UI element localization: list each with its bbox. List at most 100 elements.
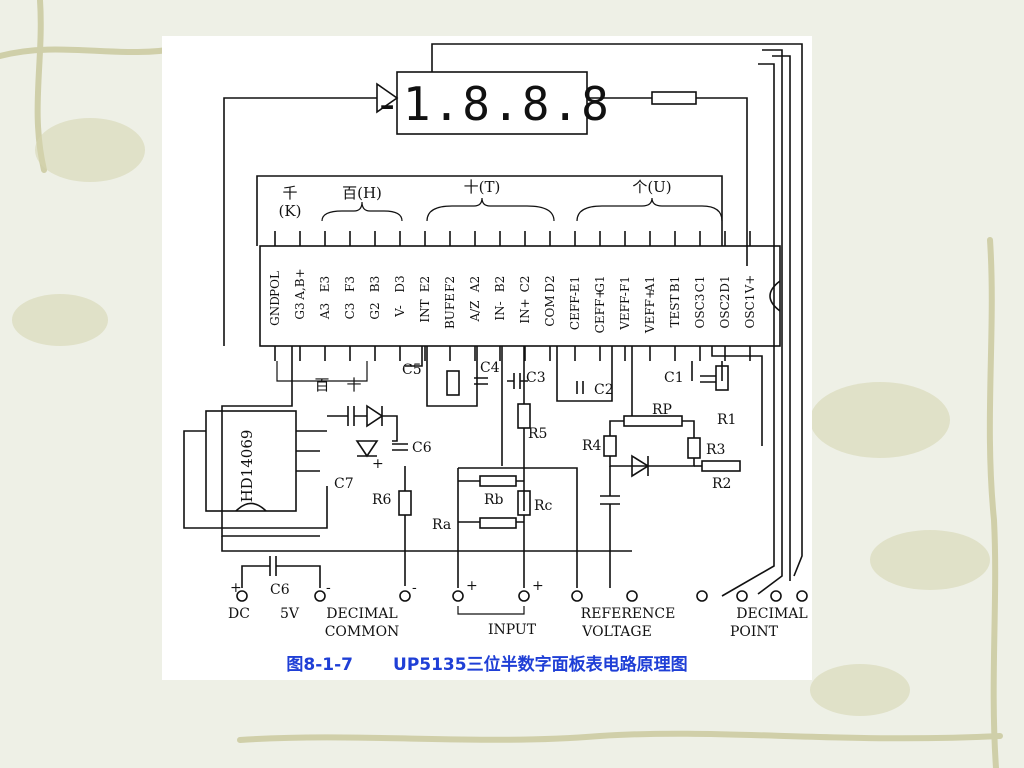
r6-label: R6 [372,492,392,508]
chip-top-pin-label: B2 [493,276,507,292]
chip-top-pin-label: F1 [618,276,632,292]
label-hundreds-cn: 百 [314,376,329,394]
terminal-pad [696,590,708,602]
chip-top-pin-label: E2 [418,276,432,292]
polarity-plus-label: + [372,456,384,472]
chip-top-pin-label: F2 [443,276,457,292]
decimal-point-line2: POINT [730,624,779,640]
dc-label: DC [228,606,250,622]
terminal-pad [452,590,464,602]
terminal-pad [736,590,748,602]
input-label: INPUT [488,622,537,638]
r3-label: R3 [706,442,725,458]
chip-top-pin-label: D2 [543,275,557,292]
rp-label: RP [652,402,672,418]
input-plus-a: + [466,578,478,594]
chip-bottom-pin-label: OSC2 [718,294,732,329]
decimal-common-minus: - [412,580,417,596]
chip-top-pin-label: D1 [718,275,732,292]
terminal-pad [571,590,583,602]
ic-main: POL A,B+ E3 F3 B3 D3 E2 F2 A2 B2 C2 D2 E1 G1 F1 A1 B1 C1 D… [259,231,781,361]
terminal-pad [518,590,530,602]
r2-label: R2 [712,476,731,492]
resistor-top [651,91,697,105]
figure-number: 图8-1-7 [286,654,354,675]
terminal-pad [236,590,248,602]
inverter-chip-label: HD14069 [238,430,256,503]
lcd-digits: -1.8.8.8 [373,77,611,131]
chip-top-pin-label: E1 [568,276,582,292]
chip-top-pin-label: A1 [643,276,657,293]
label-units: 个(U) [632,178,671,196]
chip-top-pin-label: POL [268,271,282,297]
chip-top-pin-label: F3 [343,276,357,292]
decimal-common-line1: DECIMAL [326,606,397,622]
label-thousands-letter: (K) [279,202,302,220]
input-plus-b: + [532,578,544,594]
c6-label: C6 [412,440,432,456]
chip-bottom-pin-label: V- [393,305,407,318]
chip-bottom-pin-label: VEFF- [618,292,632,331]
chip-bottom-pin-label: TEST [668,295,682,328]
chip-bottom-pin-label: A/Z [468,300,482,322]
c7-label: C7 [334,476,354,492]
c5-label: C5 [402,362,422,378]
chip-bottom-pin-label: CEFF+ [593,289,607,334]
chip-top-pin-label: B1 [668,276,682,292]
terminal-pad [626,590,638,602]
chip-bottom-pin-label: OSC3 [693,294,707,329]
terminal-pad [770,590,782,602]
c3-label: C3 [526,370,546,386]
chip-bottom-pin-label: A3 [318,303,332,320]
chip-top-pin-label: E3 [318,276,332,292]
figure-caption: 图8-1-7 UP5135三位半数字面板表电路原理图 [162,648,812,676]
chip-top-pin-label: B3 [368,276,382,292]
c2-label: C2 [594,382,614,398]
chip-top-pin-label: C1 [693,276,707,293]
chip-bottom-pin-label: C3 [343,303,357,320]
chip-bottom-pin-label: G3 [293,302,307,319]
r4-label: R4 [582,438,602,454]
terminal-pad [399,590,411,602]
chip-bottom-pin-label: INT [418,299,432,322]
chip-top-pin-label: G1 [593,275,607,292]
label-hundreds: 百(H) [342,184,382,202]
volt-label: 5V [280,606,300,622]
chip-bottom-pin-label: BUFE [443,293,457,329]
chip-bottom-pin-label: COM [543,295,557,326]
reference-line2: VOLTAGE [581,624,652,640]
r5-label: R5 [528,426,547,442]
chip-top-pin-label: A2 [468,276,482,293]
c4-label: C4 [480,360,500,376]
decimal-common-line2: COMMON [325,624,400,640]
label-tens-cn: 十 [346,376,361,394]
dc-minus-label: - [326,580,331,596]
figure-title: UP5135三位半数字面板表电路原理图 [393,654,688,675]
terminal-pad [796,590,808,602]
label-thousands: 千 [282,184,297,202]
chip-bottom-pin-label: G2 [368,302,382,319]
chip-bottom-pin-label: VEFF+ [643,289,657,334]
chip-top-pin-label: C2 [518,276,532,293]
terminal-pad [314,590,326,602]
lcd-display: -1.8.8.8 [373,71,611,135]
dc-plus-label: + [230,580,242,596]
chip-top-pin-label: V+ [743,275,757,295]
ra-label: Ra [432,517,451,533]
chip-bottom-pin-label: IN- [493,301,507,320]
decimal-point-line1: DECIMAL [736,606,807,622]
chip-bottom-pin-label: CEFF- [568,292,582,330]
chip-top-pin-label: A,B+ [293,268,307,300]
chip-bottom-pin-label: OSC1 [743,294,757,329]
chip-top-pin-label: D3 [393,275,407,292]
chip-bottom-pin-label: IN+ [518,298,532,323]
arrow-head [376,82,399,114]
r1-label: R1 [717,412,736,428]
chip-bottom-pin-label: GND [268,296,282,326]
c1-label: C1 [664,370,684,386]
rc-label: Rc [534,498,553,514]
reference-line1: REFERENCE [581,606,676,622]
rb-label: Rb [484,492,504,508]
